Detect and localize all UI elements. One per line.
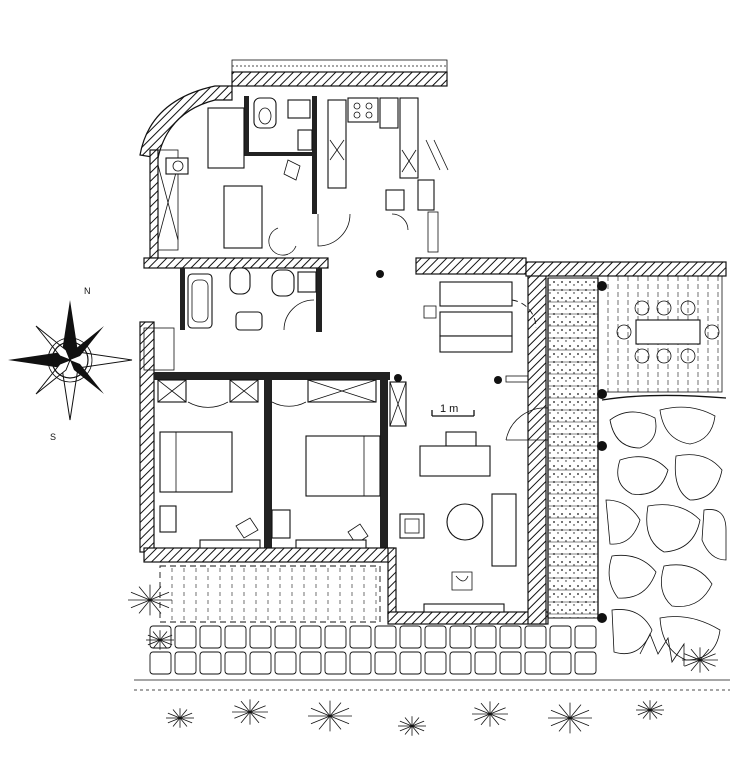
column [376,270,384,278]
paving-slab [374,651,397,675]
paving-slab [449,625,472,649]
middle-band [143,257,527,382]
shrub [472,701,508,727]
paving-slab [299,651,322,675]
middle-sink [235,311,263,331]
paving-slab [274,651,297,675]
living-east-wall [527,273,547,625]
scale-label: 1 m [440,403,458,415]
shrub [308,700,352,732]
kitchen-hob [347,97,379,123]
compass-south-label: S [50,432,56,442]
paving-slab [374,625,397,649]
paving-slab [299,625,322,649]
shrub [548,702,592,734]
paving-slab [499,651,522,675]
paving-slab [524,625,547,649]
armchair [399,513,425,539]
paving-slab [349,625,372,649]
bedroom-south-wall [143,547,395,563]
paving-slab [574,625,597,649]
stone-paving [601,394,727,666]
walkway [547,277,599,619]
paving-slab [274,625,297,649]
paving-slab [449,651,472,675]
paving-slab [174,651,197,675]
paving-slab [324,625,347,649]
paving-slab [549,625,572,649]
bed-right [305,435,381,497]
paving-slab [549,651,572,675]
paving-slab [324,651,347,675]
terrace-table [635,319,701,345]
living-table [439,311,513,337]
north-wing [139,59,449,259]
side-sofa [491,493,517,567]
north-toilet [253,97,277,129]
paving-slab [424,651,447,675]
paving-slab [399,625,422,649]
shrub [146,630,174,650]
bathtub [187,273,213,329]
paving-slab [474,625,497,649]
shrub [128,584,172,616]
middle-toilet [229,267,251,295]
kitchen-counter-left [327,99,347,189]
living-bench [439,281,513,307]
paving-slab [574,651,597,675]
paving-slab [399,651,422,675]
north-desk [223,185,263,249]
paving-slab [199,651,222,675]
round-table [446,503,484,541]
paving-slab [224,625,247,649]
paving-slab [249,625,272,649]
bed-left [159,431,233,493]
north-bed [207,107,245,169]
shrub [398,716,426,736]
paving-slab [174,625,197,649]
paving-slab [149,651,172,675]
curved-bay-wall [139,85,233,159]
shrub [682,647,718,673]
column [394,374,402,382]
paving-slab [524,651,547,675]
paving-slab [474,651,497,675]
paving-slab [499,625,522,649]
bedrooms [139,321,407,563]
living-south-wall [387,611,549,625]
kitchen-counter-right [399,97,419,179]
compass-north-label: N [84,286,91,296]
north-sink [287,99,311,119]
shrub [232,699,268,725]
paving-slab [349,651,372,675]
shrub [636,700,664,720]
paving-slab [424,625,447,649]
paving-slab [249,651,272,675]
compass-rose: N S [8,286,133,442]
shrub [166,708,194,728]
middle-wall [143,257,329,269]
terrace [525,261,727,623]
south-garden [128,565,730,736]
sofa [419,445,491,477]
paving-slab [199,625,222,649]
paving-slab [224,651,247,675]
